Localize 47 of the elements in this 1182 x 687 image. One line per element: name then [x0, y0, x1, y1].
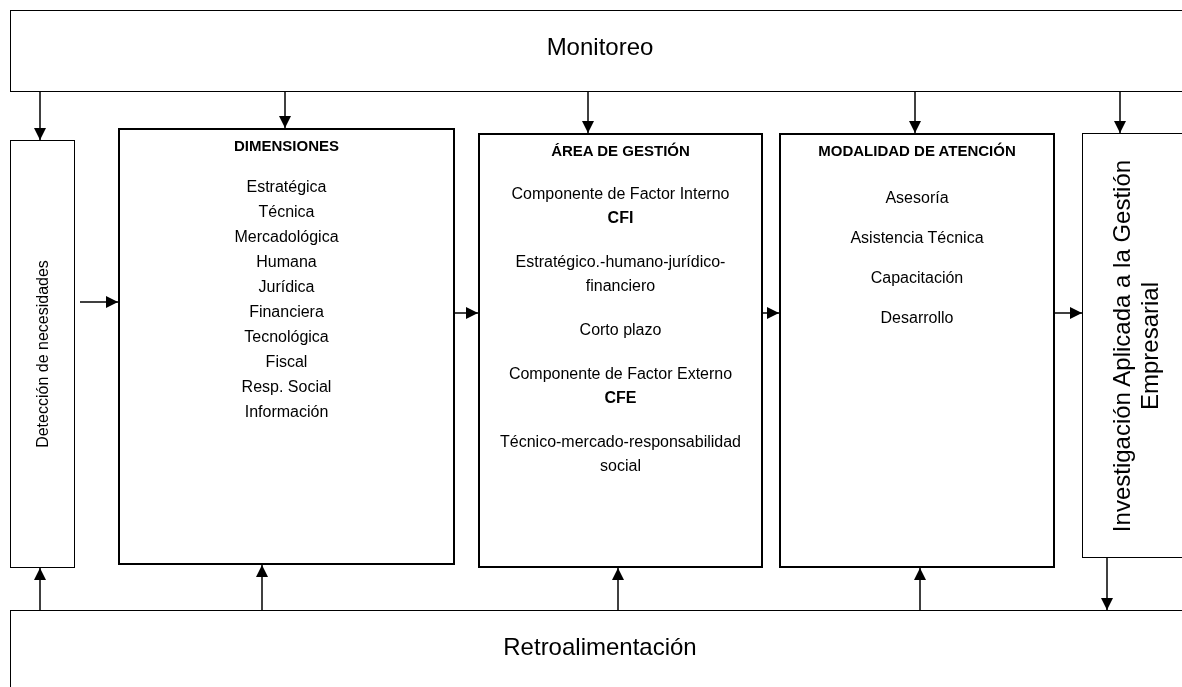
process-box [118, 128, 455, 565]
arrow [454, 307, 479, 319]
box-heading: ÁREA DE GESTIÓN [550, 141, 691, 160]
list-item: Asesoría [884, 188, 950, 208]
box-heading: DIMENSIONES [233, 136, 340, 155]
list-item: Información [243, 402, 330, 422]
arrow [1054, 307, 1083, 319]
band-label: Retroalimentación [502, 633, 698, 661]
feedback-band [10, 610, 1182, 687]
process-box [478, 133, 763, 568]
arrow [34, 567, 46, 611]
arrow [1114, 91, 1126, 134]
list-item: Tecnológica [243, 327, 330, 347]
arrow [34, 91, 46, 141]
list-item: Estratégica [245, 177, 328, 197]
process-box [10, 140, 75, 568]
list-item: Técnica [257, 202, 316, 222]
arrow [279, 91, 291, 129]
arrow [79, 296, 119, 308]
box-label: Detección de necesidades [32, 260, 52, 448]
monitoring-band [10, 10, 1182, 92]
list-item: Componente de Factor Externo CFE [507, 364, 734, 408]
arrow [762, 307, 780, 319]
arrow [1101, 557, 1113, 611]
list-item: Componente de Factor Interno CFI [510, 184, 731, 228]
list-item: Jurídica [257, 277, 316, 297]
arrow [256, 564, 268, 611]
list-item: Resp. Social [240, 377, 333, 397]
list-item: Asistencia Técnica [849, 228, 985, 248]
list-item: Técnico-mercado-responsabilidad social [500, 432, 741, 476]
list-item: Estratégico.-humano-jurídico-financiero [514, 252, 727, 296]
list-item: Desarrollo [879, 308, 955, 328]
arrow [914, 567, 926, 611]
box-heading: MODALIDAD DE ATENCIÓN [817, 141, 1017, 160]
arrow [909, 91, 921, 134]
arrow [612, 567, 624, 611]
arrow [582, 91, 594, 134]
list-item: Financiera [248, 302, 325, 322]
list-item: Mercadológica [233, 227, 340, 247]
process-box [779, 133, 1055, 568]
list-item: Corto plazo [578, 320, 663, 340]
list-item: Humana [255, 252, 318, 272]
list-item: Capacitación [869, 268, 965, 288]
band-label: Monitoreo [545, 33, 655, 61]
process-box [1082, 133, 1182, 558]
list-item: Fiscal [264, 352, 309, 372]
box-label: Investigación Aplicada a la Gestión Empresarial [1108, 158, 1164, 534]
